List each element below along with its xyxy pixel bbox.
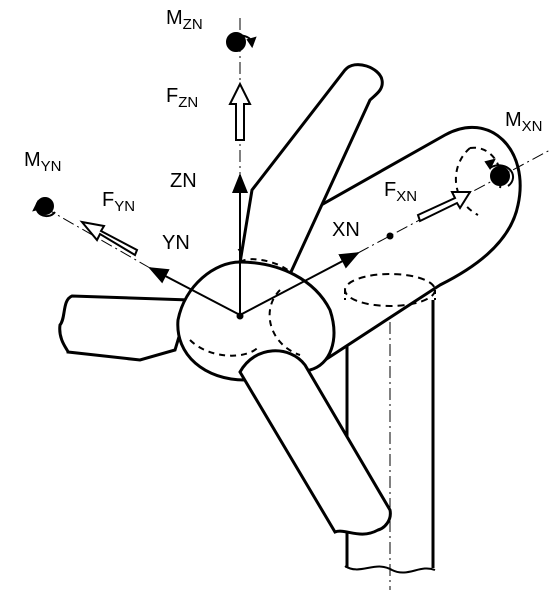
blade-left	[58, 294, 192, 362]
fyn-arrow-icon	[79, 220, 139, 257]
myn-label: MYN	[24, 149, 62, 175]
hub-center-point	[236, 312, 244, 320]
myn-moment-icon	[32, 197, 56, 218]
zn-axis-label: ZN	[170, 170, 197, 192]
axes	[39, 18, 551, 320]
tower-center-point	[386, 232, 394, 240]
fyn-label: FYN	[102, 189, 136, 215]
mxn-label: MXN	[505, 109, 543, 135]
yn-axis-arrow	[148, 267, 241, 316]
moment-symbols	[32, 32, 515, 218]
yn-axis-label: YN	[162, 232, 190, 254]
fxn-label: FXN	[384, 179, 418, 205]
force-arrows	[79, 81, 472, 257]
hub	[176, 258, 336, 382]
mzn-label: MZN	[166, 7, 203, 33]
xn-axis-arrow	[239, 252, 360, 316]
fxn-arrow-icon	[416, 191, 472, 223]
tower	[344, 300, 436, 590]
fzn-arrow-icon	[228, 81, 252, 141]
fzn-label: FZN	[166, 85, 199, 111]
x-axis-centerline	[357, 149, 551, 254]
blade-upper	[236, 63, 384, 287]
mzn-moment-icon	[226, 32, 257, 52]
xn-axis-label: XN	[332, 219, 360, 241]
y-axis-centerline	[39, 204, 151, 269]
mxn-moment-icon	[484, 158, 515, 187]
blade-lower	[238, 349, 392, 536]
